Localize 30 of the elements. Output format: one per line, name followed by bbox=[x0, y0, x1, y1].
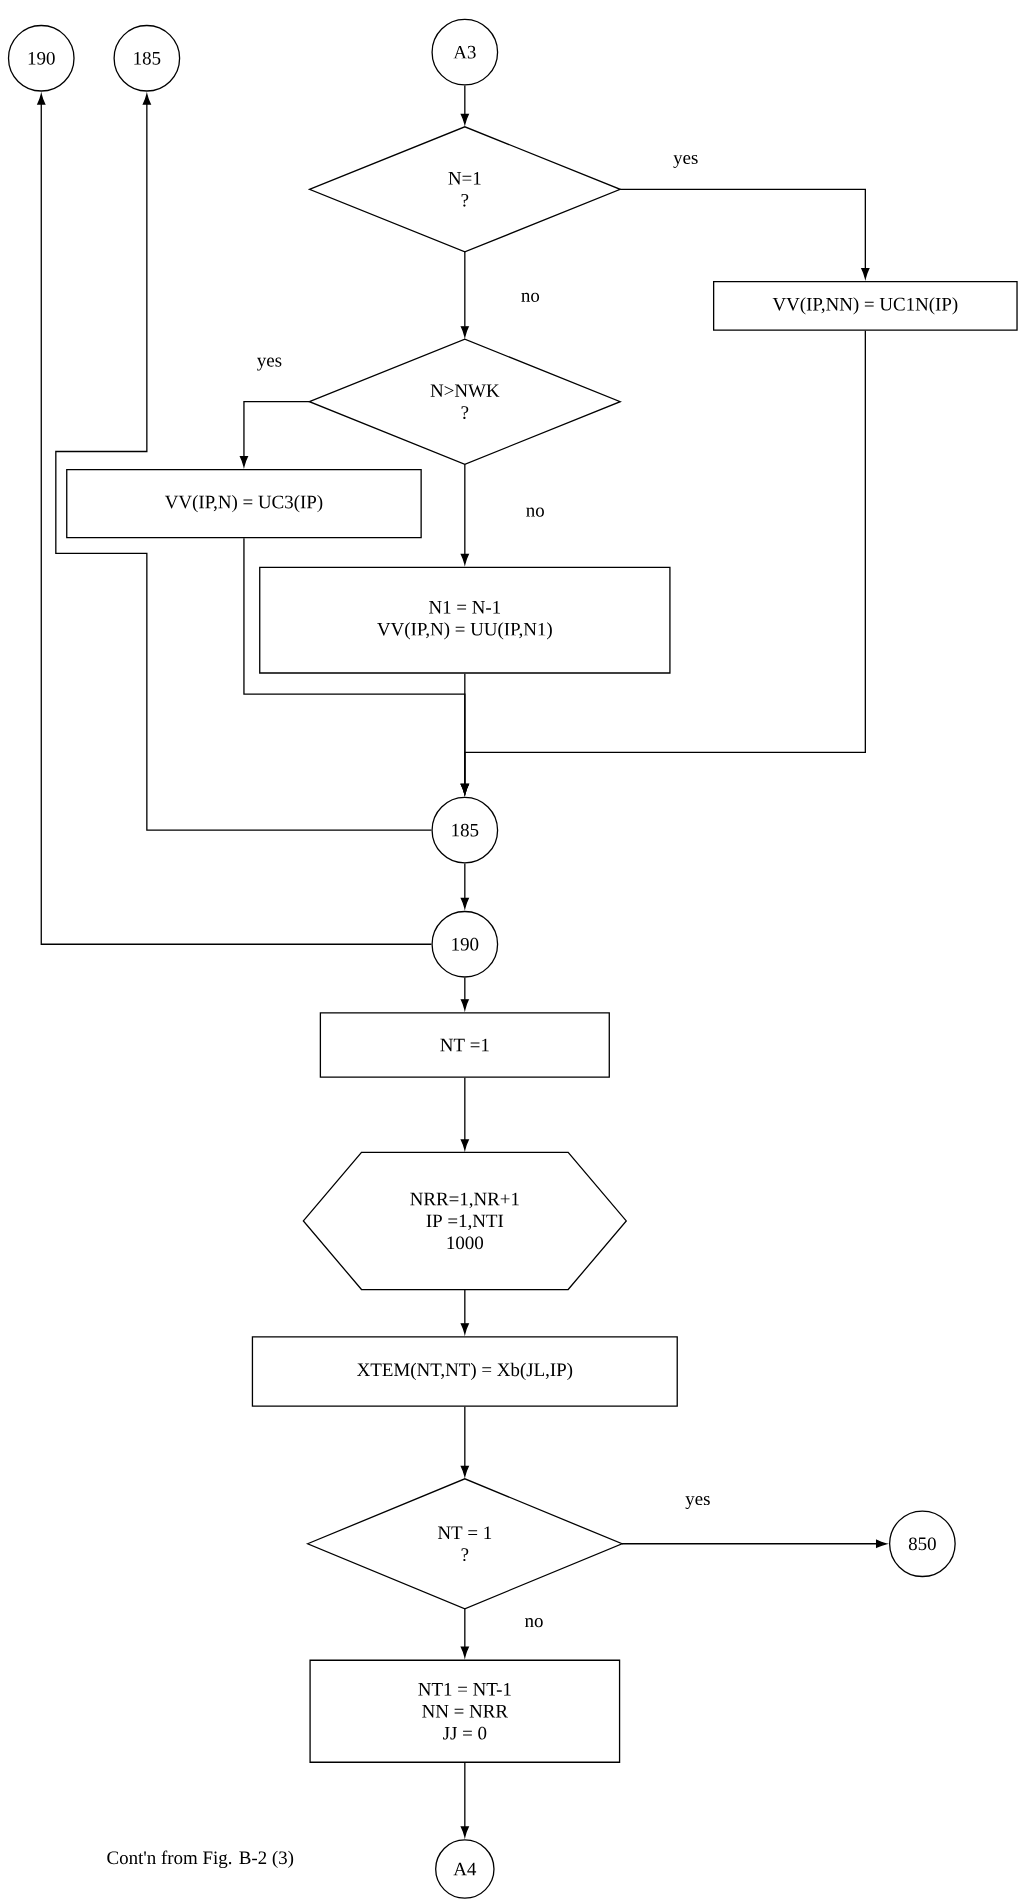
process-box: NT1 = NT-1 NN = NRR JJ = 0 bbox=[309, 1659, 621, 1763]
edge-label: no bbox=[523, 1617, 545, 1629]
edge-label: yes bbox=[672, 153, 700, 169]
arrow bbox=[460, 84, 469, 125]
arrow bbox=[460, 330, 866, 795]
arrow bbox=[239, 401, 311, 467]
arrow bbox=[37, 93, 433, 945]
arrow bbox=[55, 93, 433, 831]
edge-label: yes bbox=[255, 356, 284, 372]
arrow bbox=[460, 1406, 469, 1477]
arrow bbox=[460, 977, 469, 1010]
process-box: VV(IP,NN) = UC1N(IP) bbox=[713, 280, 1018, 331]
arrow bbox=[460, 1288, 469, 1334]
edge-label: no bbox=[524, 506, 546, 518]
process-box: NT =1 bbox=[319, 1012, 610, 1078]
loop-hexagon: NRR=1,NR+1 IP =1,NTI 1000 bbox=[302, 1151, 628, 1291]
arrow bbox=[460, 1762, 469, 1837]
edge-label: no bbox=[519, 291, 541, 303]
arrow bbox=[460, 862, 469, 909]
arrow bbox=[619, 188, 870, 279]
edge-label: yes bbox=[684, 1495, 712, 1510]
process-box: N1 = N-1 VV(IP,N) = UU(IP,N1) bbox=[259, 566, 671, 674]
arrow bbox=[460, 463, 469, 565]
arrow bbox=[460, 1077, 469, 1151]
arrow bbox=[621, 1539, 887, 1548]
caption-note: Cont'n from Fig. B-2 (3) bbox=[107, 1850, 294, 1868]
process-box: VV(IP,N) = UC3(IP) bbox=[66, 469, 422, 539]
arrow bbox=[460, 251, 469, 337]
process-box: XTEM(NT,NT) = Xb(JL,IP) bbox=[251, 1336, 678, 1407]
arrow bbox=[460, 1608, 469, 1658]
